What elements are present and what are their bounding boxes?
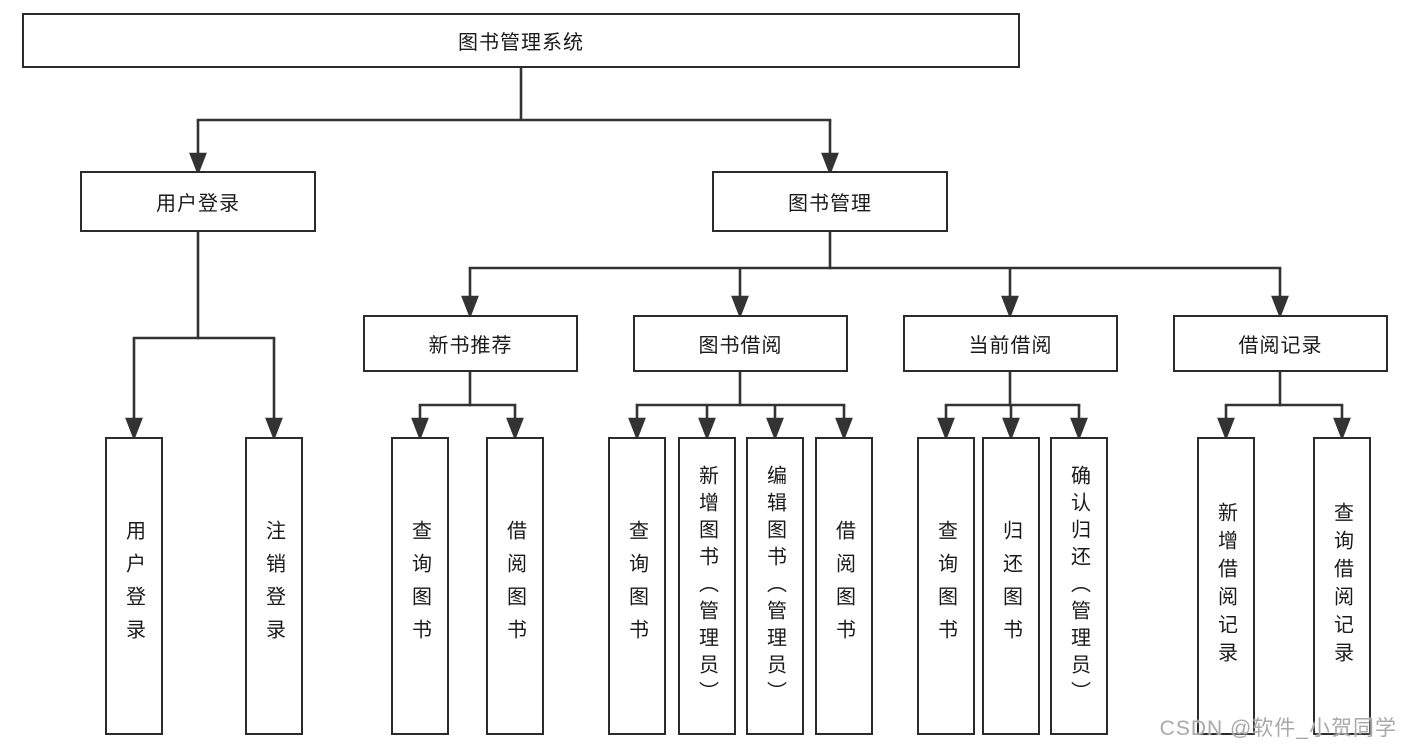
leaf-label: 查询图书 bbox=[408, 520, 431, 652]
node-leaf-borrow-books-newbook: 借阅图书 bbox=[486, 437, 544, 735]
arrowhead bbox=[506, 417, 524, 441]
node-book-borrow-label: 图书借阅 bbox=[698, 335, 783, 357]
arrowhead bbox=[821, 152, 839, 176]
connector-new-book-branch bbox=[411, 372, 524, 441]
node-user-login-label: 用户登录 bbox=[156, 193, 240, 215]
arrowhead bbox=[411, 417, 429, 441]
connector-current-borrow-branch bbox=[937, 372, 1088, 441]
node-leaf-query-borrow-record: 查询借阅记录 bbox=[1313, 437, 1371, 735]
node-leaf-logout: 注销登录 bbox=[245, 437, 303, 735]
csdn-watermark: CSDN @软件_小贺同学 bbox=[1159, 717, 1397, 740]
leaf-label: 查询借阅记录 bbox=[1330, 502, 1353, 670]
arrowhead bbox=[1001, 295, 1019, 319]
leaf-label: 新增借阅记录 bbox=[1214, 502, 1237, 670]
arrowhead bbox=[461, 295, 479, 319]
node-leaf-query-books-current: 查询图书 bbox=[917, 437, 975, 735]
leaf-label: 借阅图书 bbox=[503, 520, 526, 652]
node-leaf-query-books-borrow: 查询图书 bbox=[608, 437, 666, 735]
arrowhead bbox=[1002, 417, 1020, 441]
connector-book-borrow-branch bbox=[628, 372, 853, 441]
leaf-label: 编辑图书（管理员） bbox=[763, 464, 786, 708]
node-leaf-user-login: 用户登录 bbox=[105, 437, 163, 735]
leaf-label: 确认归还（管理员） bbox=[1067, 464, 1090, 708]
arrowhead bbox=[189, 152, 207, 176]
connector-root-to-level2 bbox=[189, 68, 839, 176]
leaf-label: 查询图书 bbox=[625, 520, 648, 652]
arrowhead bbox=[835, 417, 853, 441]
arrowhead bbox=[628, 417, 646, 441]
node-book-management-label: 图书管理 bbox=[788, 193, 872, 215]
leaf-label: 用户登录 bbox=[122, 520, 145, 652]
node-leaf-add-book-admin: 新增图书（管理员） bbox=[678, 437, 736, 735]
node-leaf-confirm-return-admin: 确认归还（管理员） bbox=[1050, 437, 1108, 735]
arrowhead bbox=[766, 417, 784, 441]
arrowhead bbox=[1333, 417, 1351, 441]
leaf-label: 注销登录 bbox=[262, 520, 285, 652]
arrowhead bbox=[937, 417, 955, 441]
node-root: 图书管理系统 bbox=[22, 13, 1020, 68]
leaf-label: 借阅图书 bbox=[832, 520, 855, 652]
node-borrow-record-label: 借阅记录 bbox=[1238, 335, 1323, 357]
arrowhead bbox=[265, 417, 283, 441]
leaf-label: 新增图书（管理员） bbox=[695, 464, 718, 708]
node-current-borrow-label: 当前借阅 bbox=[968, 335, 1053, 357]
leaf-label: 归还图书 bbox=[999, 520, 1022, 652]
node-new-book-recommend-label: 新书推荐 bbox=[428, 335, 513, 357]
node-book-management: 图书管理 bbox=[712, 171, 948, 232]
arrowhead bbox=[125, 417, 143, 441]
arrowhead bbox=[1271, 295, 1289, 319]
node-borrow-record: 借阅记录 bbox=[1173, 315, 1388, 372]
node-user-login: 用户登录 bbox=[80, 171, 316, 232]
arrowhead bbox=[731, 295, 749, 319]
connector-borrow-record-branch bbox=[1217, 372, 1351, 441]
node-leaf-edit-book-admin: 编辑图书（管理员） bbox=[746, 437, 804, 735]
leaf-label: 查询图书 bbox=[934, 520, 957, 652]
arrowhead bbox=[1070, 417, 1088, 441]
node-leaf-query-books-newbook: 查询图书 bbox=[391, 437, 449, 735]
node-leaf-return-book: 归还图书 bbox=[982, 437, 1040, 735]
arrowhead bbox=[698, 417, 716, 441]
arrowhead bbox=[1217, 417, 1235, 441]
node-leaf-add-borrow-record: 新增借阅记录 bbox=[1197, 437, 1255, 735]
node-leaf-borrow-books-borrow: 借阅图书 bbox=[815, 437, 873, 735]
node-book-borrow: 图书借阅 bbox=[633, 315, 848, 372]
node-root-label: 图书管理系统 bbox=[458, 32, 584, 54]
node-new-book-recommend: 新书推荐 bbox=[363, 315, 578, 372]
connector-book-mgmt-to-level3 bbox=[461, 232, 1289, 319]
connector-user-login-branch bbox=[125, 232, 283, 441]
node-current-borrow: 当前借阅 bbox=[903, 315, 1118, 372]
